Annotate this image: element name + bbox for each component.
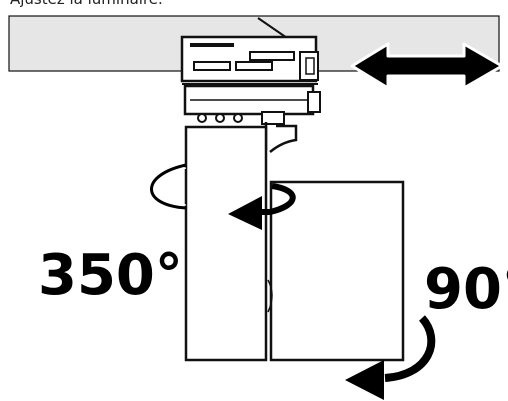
spot-hinge: [267, 279, 273, 313]
double-arrow-icon: [350, 42, 504, 90]
curved-arrow-icon: [150, 163, 296, 230]
driver-housing: [183, 84, 321, 125]
spot-body-tilted: [269, 180, 405, 362]
tilt-angle-label: 90°: [424, 257, 508, 322]
track-adapter: [180, 35, 319, 85]
instruction-caption: Ajustez la luminaire.: [10, 0, 163, 8]
curved-arrow-down-icon: [345, 313, 438, 400]
spot-body-vertical: [184, 125, 268, 362]
rotation-angle-label: 350°: [38, 243, 183, 308]
mount-bracket: [264, 122, 298, 153]
